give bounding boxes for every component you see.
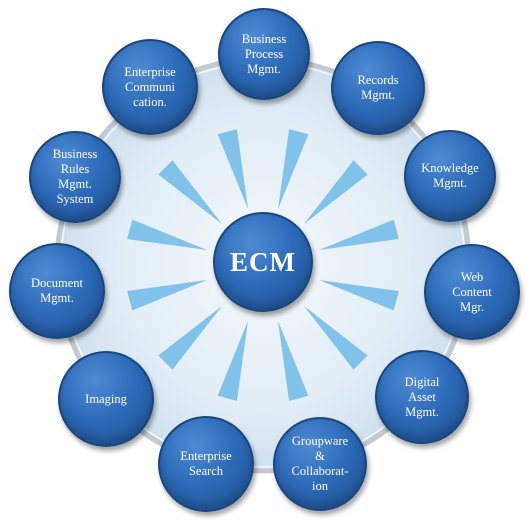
center-node-ecm: ECM: [213, 212, 313, 312]
node-records: Records Mgmt.: [331, 41, 425, 135]
ray-1: [304, 160, 368, 224]
ray-8: [127, 280, 207, 311]
ray-7: [158, 306, 222, 370]
ray-0: [278, 129, 309, 209]
ray-3: [319, 280, 399, 311]
node-label: Knowledge Mgmt.: [421, 161, 479, 190]
ray-5: [278, 321, 309, 401]
ray-4: [304, 306, 368, 370]
node-enterprise-comm: Enterprise Communi cation.: [102, 39, 198, 135]
node-groupware: Groupware & Collaborat- ion: [273, 417, 367, 511]
node-label: Enterprise Search: [180, 449, 232, 478]
node-web-content: Web Content Mgr.: [424, 244, 520, 340]
node-knowledge: Knowledge Mgmt.: [404, 130, 496, 222]
node-label: Groupware & Collaborat- ion: [291, 434, 349, 493]
node-label: Web Content Mgr.: [452, 269, 492, 314]
node-business-rules: Business Rules Mgmt. System: [29, 131, 121, 223]
node-label: Digital Asset Mgmt.: [404, 374, 440, 419]
node-enterprise-search: Enterprise Search: [158, 416, 254, 512]
node-label: Business Rules Mgmt. System: [52, 147, 98, 206]
node-bpm: Business Process Mgmt.: [218, 8, 310, 100]
node-label: Records Mgmt.: [357, 73, 399, 102]
ray-2: [319, 219, 399, 250]
node-label: Business Process Mgmt.: [241, 31, 287, 76]
node-digital-asset: Digital Asset Mgmt.: [375, 350, 469, 444]
node-label: Enterprise Communi cation.: [124, 64, 176, 109]
ray-9: [127, 219, 207, 250]
ray-6: [217, 321, 248, 401]
center-node-label: ECM: [230, 247, 296, 277]
ray-10: [158, 160, 222, 224]
ray-11: [217, 129, 248, 209]
node-document: Document Mgmt.: [9, 243, 105, 339]
node-label: Imaging: [85, 391, 127, 406]
node-label: Document Mgmt.: [30, 276, 84, 305]
node-imaging: Imaging: [58, 351, 154, 447]
center-rays: [127, 129, 399, 401]
